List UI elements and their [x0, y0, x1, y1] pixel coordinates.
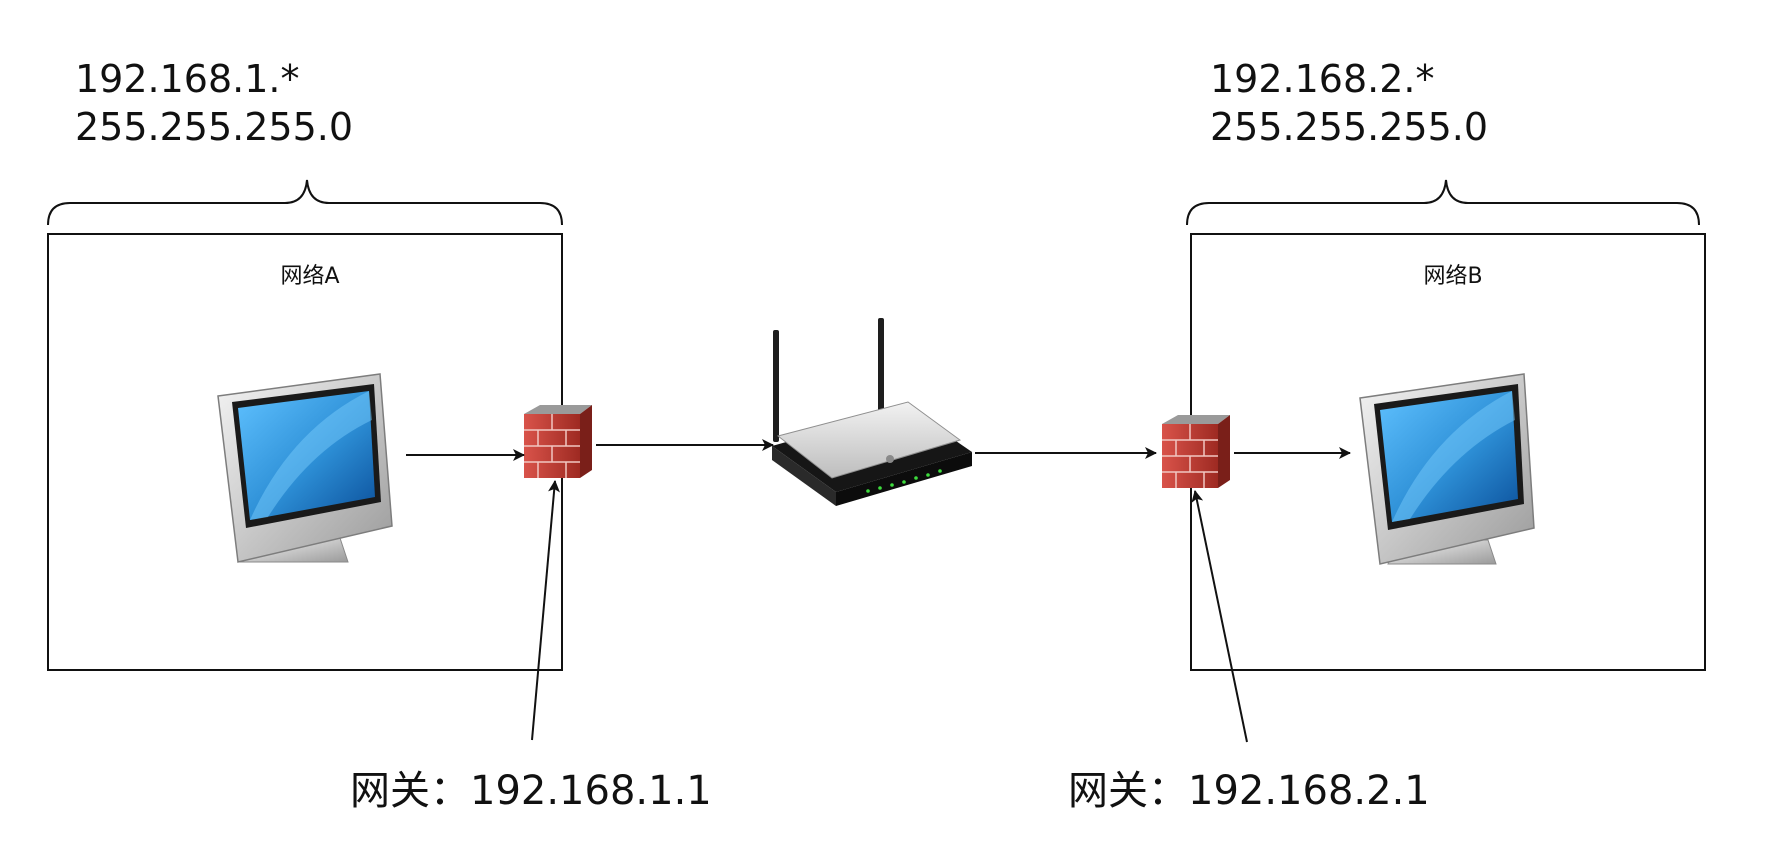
network-a-subnet: 192.168.1.* — [75, 57, 300, 101]
computer-a-icon — [217, 373, 393, 563]
network-a-mask: 255.255.255.0 — [75, 104, 354, 149]
gateway-b-label: 网关：192.168.2.1 — [1068, 768, 1430, 814]
network-b-mask: 255.255.255.0 — [1210, 104, 1489, 149]
network-a-address-label: 192.168.1.* 255.255.255.0 — [75, 56, 353, 151]
firewall-b-icon — [1162, 415, 1230, 488]
network-b-subnet: 192.168.2.* — [1210, 57, 1435, 101]
brace-network-b — [1186, 179, 1700, 226]
arrow-gateway-a-label-to-firewall-a — [531, 480, 561, 741]
computer-b-icon — [1359, 373, 1535, 565]
connections — [406, 439, 1351, 743]
brace-network-a — [47, 179, 563, 226]
firewall-a-icon — [524, 405, 592, 478]
gateway-a-label: 网关：192.168.1.1 — [350, 768, 712, 814]
network-a-title: 网络A — [280, 264, 340, 289]
router-icon — [772, 318, 972, 506]
arrow-gateway-b-label-to-firewall-b — [1191, 490, 1248, 743]
network-b-title: 网络B — [1423, 264, 1483, 289]
network-b-address-label: 192.168.2.* 255.255.255.0 — [1210, 56, 1488, 151]
